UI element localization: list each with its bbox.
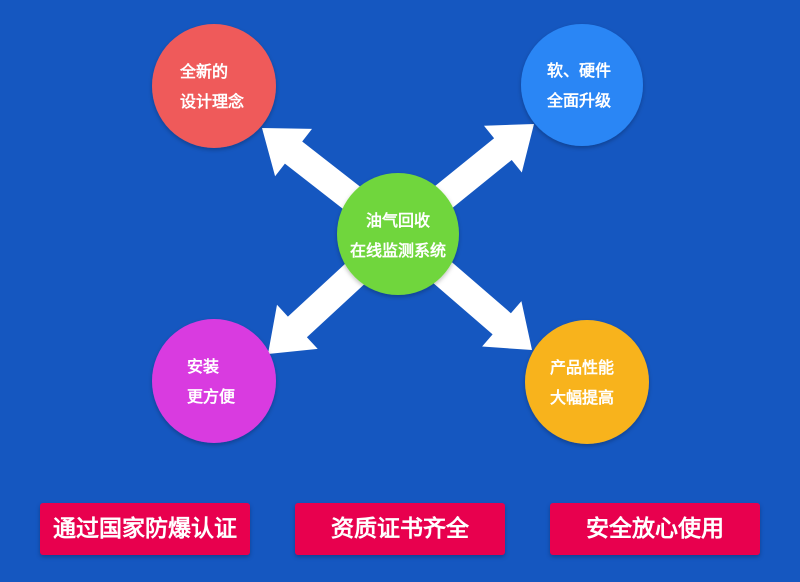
node-top-right: 软、硬件 全面升级 — [521, 24, 643, 146]
node-top-right-line1: 软、硬件 — [547, 61, 611, 80]
node-bottom-right-line2: 大幅提高 — [550, 388, 614, 407]
node-top-left-line2: 设计理念 — [180, 92, 245, 111]
node-bottom-left: 安装 更方便 — [152, 319, 276, 443]
center-node-line1: 油气回收 — [366, 211, 430, 230]
center-node-line2: 在线监测系统 — [350, 241, 446, 260]
node-top-right-line2: 全面升级 — [546, 91, 612, 110]
node-top-left: 全新的 设计理念 — [152, 24, 276, 148]
node-bottom-right: 产品性能 大幅提高 — [525, 320, 649, 444]
node-bottom-left-line1: 安装 — [187, 357, 219, 376]
node-bottom-right-line1: 产品性能 — [550, 358, 614, 377]
center-node: 油气回收 在线监测系统 — [337, 173, 459, 295]
node-top-left-line1: 全新的 — [179, 62, 228, 81]
node-bottom-left-line2: 更方便 — [187, 387, 236, 406]
